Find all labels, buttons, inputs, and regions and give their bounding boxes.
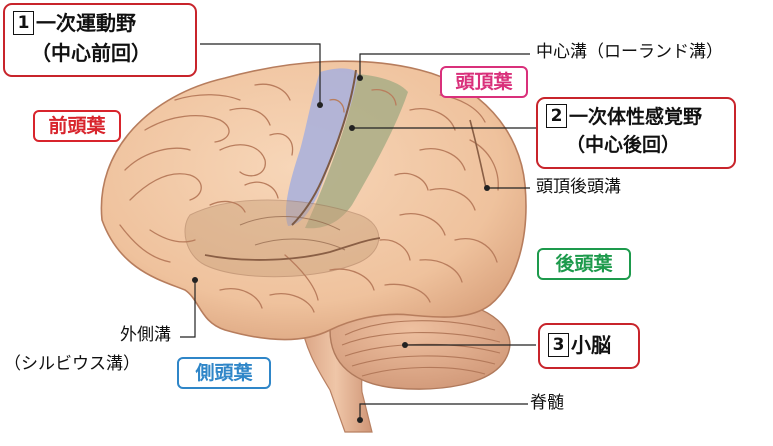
sensory-cortex-name: 一次体性感覚野 [569,106,703,128]
spinal-cord-label: 脊髄 [530,393,564,413]
sensory-cortex-sub: （中心後回） [566,134,681,156]
insula-contour [239,215,346,251]
temporal-lobe-label: 側頭葉 [177,357,271,389]
leader-lateral-sulcus [180,280,196,338]
lateral-sulcus-label-2: （シルビウス溝） [4,354,140,374]
leader-lines [180,43,536,420]
motor-cortex-sub: （中心前回） [31,41,151,65]
cerebellum-folia [341,320,501,377]
lateral-sulcus-line [204,237,381,261]
occipital-lobe-label: 後頭葉 [537,248,631,280]
area-number-1: 1 [13,11,34,35]
leader-dots [192,75,490,423]
cerebellum-name: 小脳 [571,333,611,357]
leader-spinal-cord [359,403,528,420]
parieto-occipital-sulcus-label: 頭頂後頭溝 [536,177,621,197]
frontal-lobe-label: 前頭葉 [33,110,121,142]
parietal-lobe-label: 頭頂葉 [440,66,528,98]
leader-central-sulcus [359,53,530,78]
lateral-sulcus-label-1: 外側溝 [120,325,171,345]
motor-cortex-region [285,68,358,226]
leader-motor [200,43,321,105]
sensory-cortex-region [305,74,408,229]
motor-cortex-name: 一次運動野 [36,11,136,35]
central-sulcus-line [291,69,357,226]
sulci-lines [119,83,499,313]
area-number-3: 3 [548,333,569,357]
temporal-lobe-overlay [184,199,380,278]
area-number-2: 2 [546,104,567,128]
central-sulcus-label: 中心溝（ローランド溝） [536,42,723,62]
